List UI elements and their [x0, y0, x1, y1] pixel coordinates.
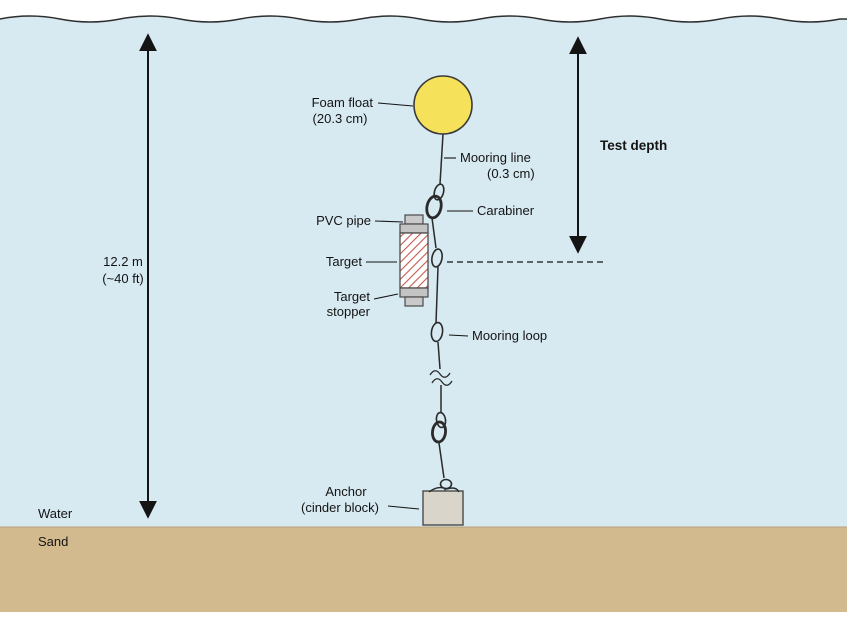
upper-ring [433, 183, 445, 201]
target-stopper-leader [373, 293, 399, 300]
foam-float-size-label: (20.3 cm) [313, 111, 368, 126]
lower-carabiner-shape [431, 420, 447, 444]
target-body [399, 232, 429, 289]
water-surface-wave [0, 15, 847, 23]
target-stopper-label-line2: stopper [327, 304, 371, 319]
pvc-pipe-bottom [404, 296, 424, 307]
pvc-pipe-label: PVC pipe [316, 213, 371, 228]
target-attachment-loop [431, 248, 443, 268]
leader-lines [366, 102, 473, 510]
mooring-loop-shape [430, 321, 444, 343]
sand-region [0, 527, 847, 612]
target-stopper-label-line1: Target [334, 289, 371, 304]
water-depth-label-line1: 12.2 m [103, 254, 143, 269]
lower-ring [435, 411, 447, 429]
anchor-knot-loop [439, 478, 453, 490]
mooring-loop-label: Mooring loop [472, 328, 547, 343]
mooring-line-size-label: (0.3 cm) [487, 166, 535, 181]
water-label: Water [38, 506, 73, 521]
foam-float [413, 75, 473, 135]
line-break-symbol [429, 370, 453, 386]
carabiner-shape [425, 194, 443, 220]
water-depth-label-line2: (~40 ft) [102, 271, 144, 286]
carabiner-label: Carabiner [477, 203, 535, 218]
test-depth-label: Test depth [600, 138, 667, 153]
target-assembly [399, 214, 429, 307]
anchor-leader [387, 505, 420, 510]
pvc-pipe-top [404, 214, 424, 225]
foam-float-label: Foam float [312, 95, 374, 110]
target-label: Target [326, 254, 363, 269]
anchor-label-line1: Anchor [325, 484, 367, 499]
pvc-pipe-leader [374, 220, 404, 223]
target-top-cap [399, 223, 429, 234]
sand-label: Sand [38, 534, 68, 549]
anchor-block [422, 490, 464, 526]
mooring-loop-leader [448, 334, 469, 337]
target-stopper-cap [399, 287, 429, 298]
anchor-label-line2: (cinder block) [301, 500, 379, 515]
mooring-line-label: Mooring line [460, 150, 531, 165]
foam-float-leader [377, 102, 414, 107]
